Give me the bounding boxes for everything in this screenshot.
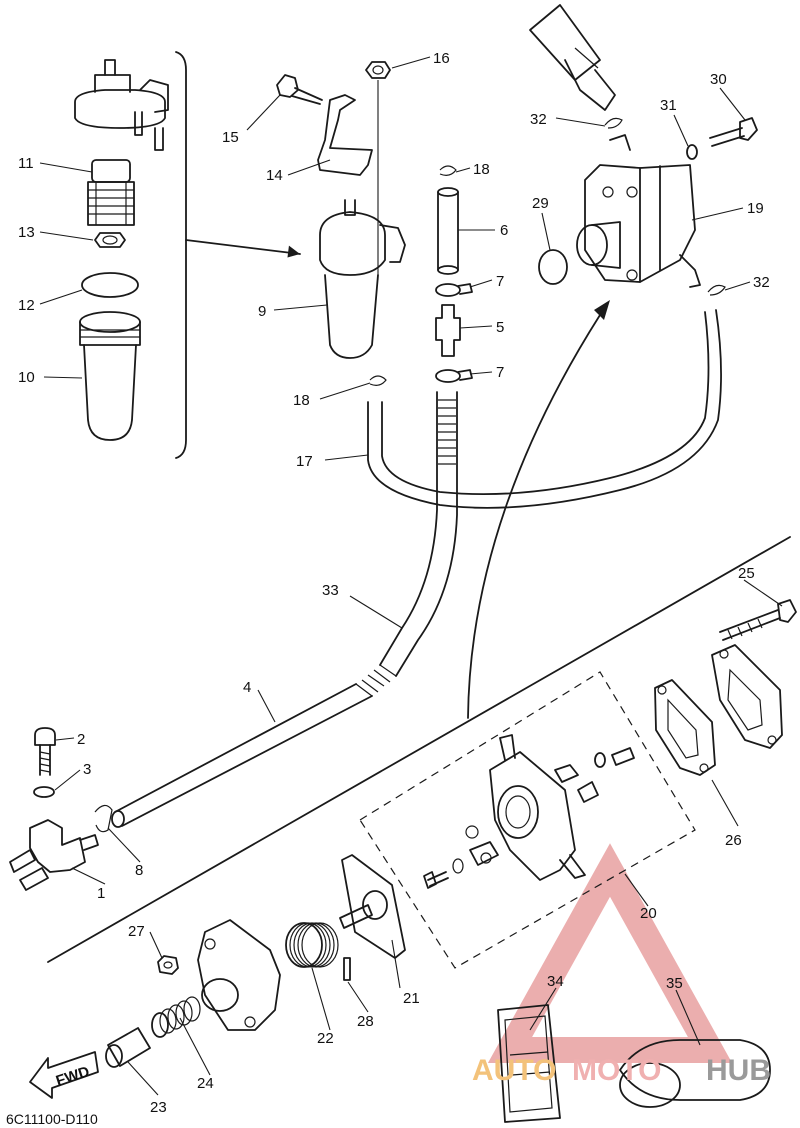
callout-25: 25 <box>738 565 755 582</box>
clip-8 <box>94 804 113 833</box>
fuel-hose-17 <box>367 309 722 509</box>
clamp-7-lower <box>435 369 473 383</box>
diagram-code: 6C11100-D110 <box>6 1111 98 1127</box>
callout-18-lower: 18 <box>293 392 310 409</box>
watermark-hub: HUB <box>706 1054 771 1087</box>
hose-top-right <box>529 4 616 111</box>
filter-inset-bracket <box>175 51 301 459</box>
clamp-7-upper <box>435 283 473 297</box>
callout-6: 6 <box>500 222 508 239</box>
callout-35: 35 <box>666 975 683 992</box>
callout-10: 10 <box>18 369 35 386</box>
callout-20: 20 <box>640 905 657 922</box>
fuel-joint-1 <box>9 819 99 891</box>
fuel-pump-19 <box>576 134 701 288</box>
clip-18-lower <box>369 375 387 386</box>
callout-1: 1 <box>97 885 105 902</box>
callout-29: 29 <box>532 195 549 212</box>
leader-lines <box>39 56 783 1096</box>
hose-6 <box>437 187 459 275</box>
nut-13 <box>94 232 126 248</box>
callout-11: 11 <box>18 155 34 172</box>
watermark-text: AUTO MOTO HUB <box>472 1054 771 1087</box>
label-34 <box>497 1004 561 1123</box>
o-ring-29 <box>538 249 568 285</box>
spring-24 <box>151 996 201 1038</box>
callout-16: 16 <box>433 50 450 67</box>
spring-22 <box>285 922 339 968</box>
filter-cup-10 <box>79 311 141 441</box>
callout-26: 26 <box>725 832 742 849</box>
diaphragm-21 <box>339 854 406 959</box>
bracket-14 <box>317 94 373 176</box>
washer-3 <box>33 786 55 798</box>
callout-9: 9 <box>258 303 266 320</box>
callout-19: 19 <box>747 200 764 217</box>
pin-28 <box>343 957 351 981</box>
cover-plate <box>711 644 783 749</box>
fuel-hose-4 <box>111 683 373 828</box>
clip-18-upper <box>439 165 457 176</box>
washer-31 <box>686 144 698 160</box>
fuel-hose-33 <box>355 391 458 697</box>
callout-5: 5 <box>496 319 504 336</box>
screw-20-left <box>423 858 464 889</box>
clip-32-upper <box>604 117 623 129</box>
callout-27: 27 <box>128 923 145 940</box>
pump-body-20 <box>465 734 635 881</box>
callout-23: 23 <box>150 1099 167 1116</box>
callout-22: 22 <box>317 1030 334 1047</box>
fuel-filter-9 <box>319 199 406 359</box>
callout-30: 30 <box>710 71 727 88</box>
watermark-logo <box>487 843 733 1063</box>
fuel-filter-head-inset <box>74 59 169 151</box>
callout-12: 12 <box>18 297 35 314</box>
callout-8: 8 <box>135 862 143 879</box>
callout-32-lower: 32 <box>753 274 770 291</box>
callout-numbers: 11 13 12 10 15 14 16 9 18 6 7 5 7 18 17 … <box>18 50 770 1116</box>
o-ring-12 <box>81 272 139 298</box>
callout-32-upper: 32 <box>530 111 547 128</box>
nut-16 <box>365 61 391 79</box>
bolt-15 <box>276 74 323 105</box>
callout-4: 4 <box>243 679 251 696</box>
watermark-auto: AUTO <box>472 1054 556 1087</box>
nut-27 <box>157 955 179 975</box>
callout-33: 33 <box>322 582 339 599</box>
pump-cover <box>197 919 281 1031</box>
joint-5 <box>435 304 461 357</box>
gasket-26 <box>654 679 716 776</box>
callout-15: 15 <box>222 129 239 146</box>
section-divider-line <box>47 536 791 963</box>
assembly-group-dashed-box <box>359 671 696 969</box>
bolt-2 <box>34 727 56 776</box>
clip-32-lower <box>707 284 726 296</box>
callout-13: 13 <box>18 224 35 241</box>
callout-3: 3 <box>83 761 91 778</box>
fwd-label: FWD <box>54 1063 92 1090</box>
callout-28: 28 <box>357 1013 374 1030</box>
callout-18-upper: 18 <box>473 161 490 178</box>
hose-band-35 <box>619 1039 771 1108</box>
filter-element-11 <box>87 159 135 226</box>
callout-24: 24 <box>197 1075 214 1092</box>
bolt-25 <box>719 599 797 641</box>
assembly-arrow <box>467 300 610 719</box>
callout-14: 14 <box>266 167 283 184</box>
callout-2: 2 <box>77 731 85 748</box>
watermark-moto: MOTO <box>572 1054 661 1087</box>
callout-7-lower: 7 <box>496 364 504 381</box>
plunger-23 <box>105 1027 151 1068</box>
fwd-direction-arrow: FWD <box>29 1051 99 1099</box>
callout-21: 21 <box>403 990 420 1007</box>
callout-7-upper: 7 <box>496 273 504 290</box>
callout-17: 17 <box>296 453 313 470</box>
callout-31: 31 <box>660 97 677 114</box>
callout-34: 34 <box>547 973 564 990</box>
bolt-30 <box>709 117 758 147</box>
